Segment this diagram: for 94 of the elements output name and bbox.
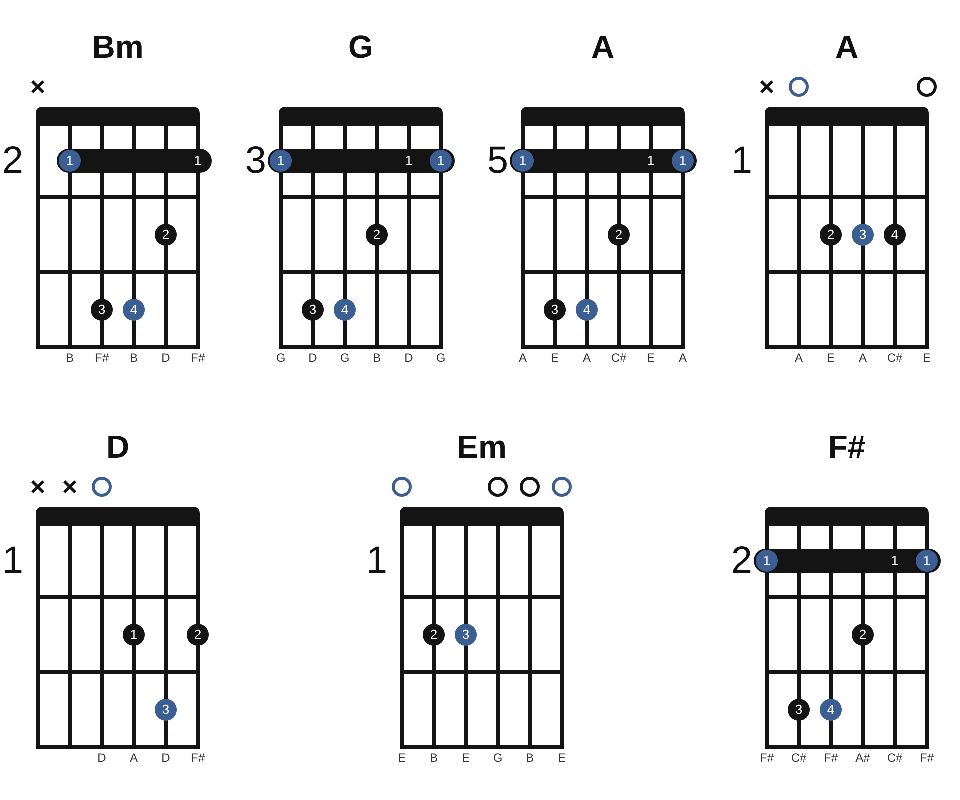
finger-dot: 4 xyxy=(334,299,356,321)
finger-dot: 1 xyxy=(59,150,81,172)
string-note: F# xyxy=(95,351,109,365)
barre-bar xyxy=(57,149,212,173)
string-note: B xyxy=(526,751,534,765)
finger-dot: 1 xyxy=(512,150,534,172)
ring-icon xyxy=(917,77,937,97)
string-note: F# xyxy=(760,751,774,765)
finger-number: 1 xyxy=(405,152,413,170)
chord-name: Em xyxy=(457,429,507,465)
string-note: A xyxy=(795,351,803,365)
string-note: E xyxy=(462,751,470,765)
finger-dot: 4 xyxy=(576,299,598,321)
string-note: E xyxy=(647,351,655,365)
string-note: F# xyxy=(191,351,205,365)
string-note: D xyxy=(98,751,106,765)
fret-number: 5 xyxy=(487,141,509,181)
finger-dot: 1 xyxy=(916,550,938,572)
finger-dot: 2 xyxy=(852,624,874,646)
string-note: C# xyxy=(887,351,903,365)
finger-dot: 1 xyxy=(756,550,778,572)
string-note: B xyxy=(66,351,74,365)
chord-name: D xyxy=(106,429,130,465)
ring-icon xyxy=(520,477,540,497)
fret-number: 3 xyxy=(245,141,267,181)
string-note: B xyxy=(130,351,138,365)
string-note: E xyxy=(923,351,931,365)
finger-dot: 3 xyxy=(544,299,566,321)
finger-number: 1 xyxy=(647,152,655,170)
finger-dot: 1 xyxy=(123,624,145,646)
string-note: D xyxy=(308,351,318,365)
barre-bar xyxy=(754,549,941,573)
string-note: A xyxy=(859,351,867,365)
finger-dot: 4 xyxy=(884,224,906,246)
finger-dot: 2 xyxy=(187,624,209,646)
string-note: A xyxy=(583,351,591,365)
finger-dot: 2 xyxy=(155,224,177,246)
fret-number: 1 xyxy=(731,141,753,181)
finger-dot: 3 xyxy=(788,699,810,721)
fret-number: 1 xyxy=(2,541,24,581)
string-note: G xyxy=(340,351,350,365)
ring-icon xyxy=(92,477,112,497)
finger-dot: 3 xyxy=(852,224,874,246)
finger-dot: 2 xyxy=(820,224,842,246)
barre-bar xyxy=(510,149,697,173)
chord-name: A xyxy=(591,29,615,65)
string-note: B xyxy=(373,351,381,365)
finger-dot: 1 xyxy=(270,150,292,172)
chord-name: Bm xyxy=(92,29,144,65)
string-note: D xyxy=(162,351,170,365)
string-note: E xyxy=(398,751,406,765)
chord-name: G xyxy=(348,29,374,65)
string-note: G xyxy=(493,751,503,765)
string-note: A# xyxy=(856,751,870,765)
string-note: D xyxy=(162,751,170,765)
string-note: E xyxy=(827,351,835,365)
finger-dot: 3 xyxy=(155,699,177,721)
string-note: C# xyxy=(791,751,807,765)
string-note: G xyxy=(436,351,446,365)
string-note: F# xyxy=(824,751,838,765)
finger-dot: 3 xyxy=(91,299,113,321)
string-note: A xyxy=(130,751,138,765)
finger-dot: 1 xyxy=(430,150,452,172)
string-note: G xyxy=(276,351,286,365)
finger-number: 1 xyxy=(194,152,202,170)
string-note: A xyxy=(519,351,527,365)
string-note: C# xyxy=(887,751,903,765)
ring-icon xyxy=(789,77,809,97)
string-note: F# xyxy=(920,751,934,765)
finger-dot: 2 xyxy=(423,624,445,646)
string-note: E xyxy=(551,351,559,365)
finger-dot: 4 xyxy=(123,299,145,321)
chord-name: F# xyxy=(828,429,866,465)
finger-dot: 3 xyxy=(302,299,324,321)
finger-dot: 1 xyxy=(672,150,694,172)
string-note: B xyxy=(430,751,438,765)
finger-number: 1 xyxy=(891,552,899,570)
string-note: D xyxy=(404,351,414,365)
finger-dot: 4 xyxy=(820,699,842,721)
finger-dot: 3 xyxy=(455,624,477,646)
barre-bar xyxy=(268,149,455,173)
fret-number: 1 xyxy=(366,541,388,581)
finger-dot: 2 xyxy=(608,224,630,246)
ring-icon xyxy=(552,477,572,497)
string-note: A xyxy=(679,351,687,365)
chord-name: A xyxy=(835,29,859,65)
finger-dot: 2 xyxy=(366,224,388,246)
string-note: C# xyxy=(611,351,627,365)
string-note: F# xyxy=(191,751,205,765)
fret-number: 2 xyxy=(2,141,24,181)
ring-icon xyxy=(392,477,412,497)
string-note: E xyxy=(558,751,566,765)
ring-icon xyxy=(488,477,508,497)
fret-number: 2 xyxy=(731,541,753,581)
